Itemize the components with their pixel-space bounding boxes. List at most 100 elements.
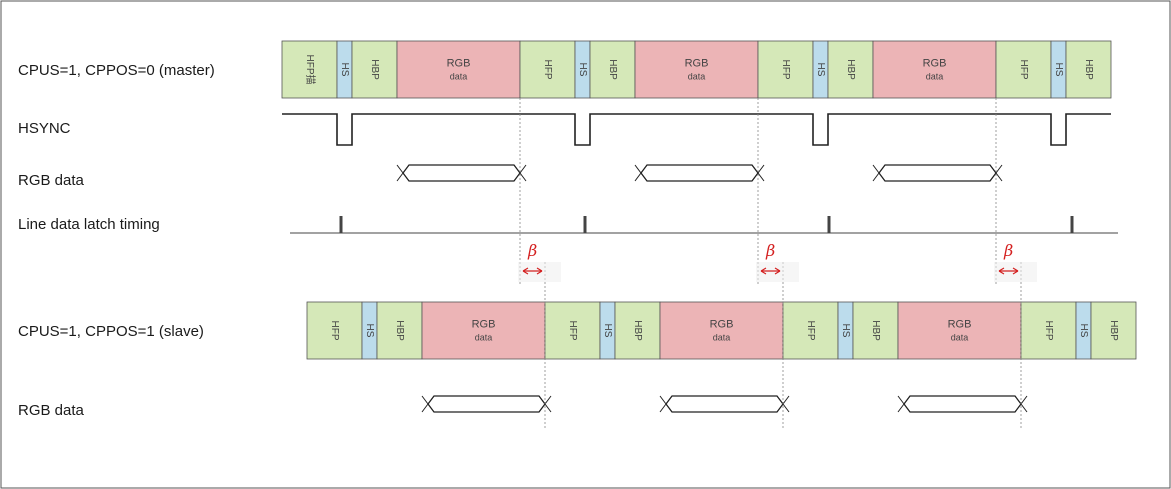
latch-pulse (1070, 216, 1074, 233)
slave-rgb-segment (897, 301, 1022, 360)
master-rgb-label: RGB (923, 58, 947, 70)
rgb-master-data-window (640, 164, 759, 182)
rgb-master-transition-right (513, 164, 527, 182)
slave-hfp-label: HFP (329, 321, 340, 341)
rgb-slave-data-window (427, 395, 546, 413)
latch-pulse (339, 216, 343, 233)
slave-hfp-segment (544, 301, 601, 360)
rgb-slave-data-window (903, 395, 1022, 413)
rgb-master-transition-right (751, 164, 765, 182)
slave-hs-label: HS (602, 324, 613, 338)
rgb-master-transition-right (989, 164, 1003, 182)
slave-rgb-label: RGB (472, 319, 496, 331)
master-hfp-segment (995, 40, 1052, 99)
master-hbp-segment (1065, 40, 1112, 99)
slave-hbp-label: HBP (870, 320, 881, 341)
master-hfp-label: HFP (1018, 60, 1029, 80)
master-hbp-label: HBP (369, 59, 380, 80)
rgb-slave-transition-left (897, 395, 911, 413)
master-hbp-label: HBP (1083, 59, 1094, 80)
rgb-master-transition-left (872, 164, 886, 182)
rgb-master-data-window (402, 164, 521, 182)
slave-hbp-label: HBP (394, 320, 405, 341)
slave-rgb-segment (421, 301, 546, 360)
master-hbp-label: HBP (607, 59, 618, 80)
slave-hbp-segment (614, 301, 661, 360)
rgb-slave-row-label: RGB data (18, 402, 85, 419)
beta-arrowhead-right (536, 267, 543, 275)
master-hfp-label: HFP (542, 60, 553, 80)
hsync-row-label: HSYNC (18, 120, 71, 137)
latch-pulse (583, 216, 587, 233)
beta-arrowhead-right (1012, 267, 1019, 275)
latch-pulse (827, 216, 831, 233)
master-timing-bar: HFP描 HS HBP RGB data HFP HS HBP RGB data HFP HS HBP R… (281, 40, 1112, 99)
master-row-label: CPUS=1, CPPOS=0 (master) (18, 62, 215, 79)
master-rgb-data-label: data (450, 72, 468, 82)
beta-label: β (527, 241, 537, 260)
master-hbp-segment (351, 40, 398, 99)
master-hs-label: HS (1053, 63, 1064, 77)
master-hfp-segment (281, 40, 338, 99)
slave-hbp-segment (1090, 301, 1137, 360)
master-hs-label: HS (339, 63, 350, 77)
hsync-waveform (282, 113, 1111, 146)
slave-rgb-segment (659, 301, 784, 360)
beta-label: β (1003, 241, 1013, 260)
slave-rgb-data-label: data (713, 333, 731, 343)
master-hs-label: HS (577, 63, 588, 77)
rgb-slave-transition-left (659, 395, 673, 413)
slave-hfp-label: HFP (1043, 321, 1054, 341)
rgb-master-row-label: RGB data (18, 172, 85, 189)
master-hbp-segment (589, 40, 636, 99)
slave-rgb-label: RGB (710, 319, 734, 331)
slave-hfp-label: HFP (567, 321, 578, 341)
rgb-master-transition-left (634, 164, 648, 182)
slave-hfp-segment (306, 301, 363, 360)
slave-row-label: CPUS=1, CPPOS=1 (slave) (18, 323, 204, 340)
beta-arrowhead-left (998, 267, 1005, 275)
rgb-master-transition-left (396, 164, 410, 182)
slave-rgb-label: RGB (948, 319, 972, 331)
master-rgb-label: RGB (447, 58, 471, 70)
slave-hs-label: HS (364, 324, 375, 338)
slave-rgb-data-label: data (475, 333, 493, 343)
master-hbp-label: HBP (845, 59, 856, 80)
master-hfp-label: HFP (780, 60, 791, 80)
beta-label: β (765, 241, 775, 260)
master-rgb-segment (396, 40, 521, 99)
slave-hbp-label: HBP (1108, 320, 1119, 341)
slave-hbp-segment (852, 301, 899, 360)
master-hfp-label: HFP描 (304, 55, 317, 85)
master-rgb-label: RGB (685, 58, 709, 70)
master-hfp-segment (519, 40, 576, 99)
rgb-master-data-window (878, 164, 997, 182)
slave-hs-label: HS (840, 324, 851, 338)
slave-hbp-segment (376, 301, 423, 360)
slave-rgb-data-label: data (951, 333, 969, 343)
master-rgb-segment (872, 40, 997, 99)
slave-hfp-label: HFP (805, 321, 816, 341)
master-rgb-data-label: data (688, 72, 706, 82)
beta-arrowhead-left (760, 267, 767, 275)
slave-hs-label: HS (1078, 324, 1089, 338)
rgb-slave-transition-left (421, 395, 435, 413)
beta-arrowhead-right (774, 267, 781, 275)
master-hbp-segment (827, 40, 874, 99)
master-rgb-segment (634, 40, 759, 99)
alignment-guides (519, 98, 1022, 430)
master-hfp-segment (757, 40, 814, 99)
rgb-slave-data-window (665, 395, 784, 413)
slave-hbp-label: HBP (632, 320, 643, 341)
latch-row-label: Line data latch timing (18, 216, 160, 233)
beta-arrowhead-left (522, 267, 529, 275)
master-rgb-data-label: data (926, 72, 944, 82)
slave-hfp-segment (782, 301, 839, 360)
rgb-master-waveform (396, 164, 1003, 182)
slave-timing-bar: HFP HS HBP RGB data HFP HS HBP RGB data HFP HS HBP RG… (306, 301, 1137, 360)
master-hs-label: HS (815, 63, 826, 77)
slave-hfp-segment (1020, 301, 1077, 360)
rgb-slave-waveform (421, 395, 1028, 413)
